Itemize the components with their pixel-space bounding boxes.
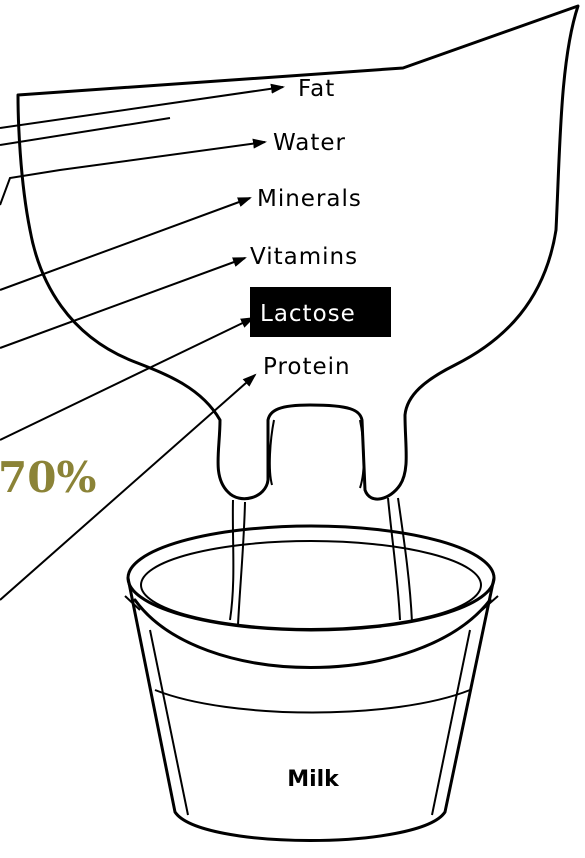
label-minerals: Minerals (257, 186, 362, 212)
arrow-lactose (0, 318, 253, 440)
label-fat: Fat (298, 76, 335, 102)
arrow-water (0, 142, 265, 205)
percentage-label: 70% (0, 453, 96, 502)
label-vitamins: Vitamins (250, 244, 358, 270)
milk-streams (230, 498, 412, 625)
label-lactose: Lactose (260, 301, 356, 327)
label-water: Water (273, 130, 346, 156)
label-protein: Protein (263, 354, 351, 380)
bucket-label: Milk (287, 767, 340, 792)
arrow-minerals (0, 198, 250, 290)
arrows (0, 87, 283, 600)
bucket (125, 526, 498, 841)
arrow-vitamins (0, 258, 245, 348)
